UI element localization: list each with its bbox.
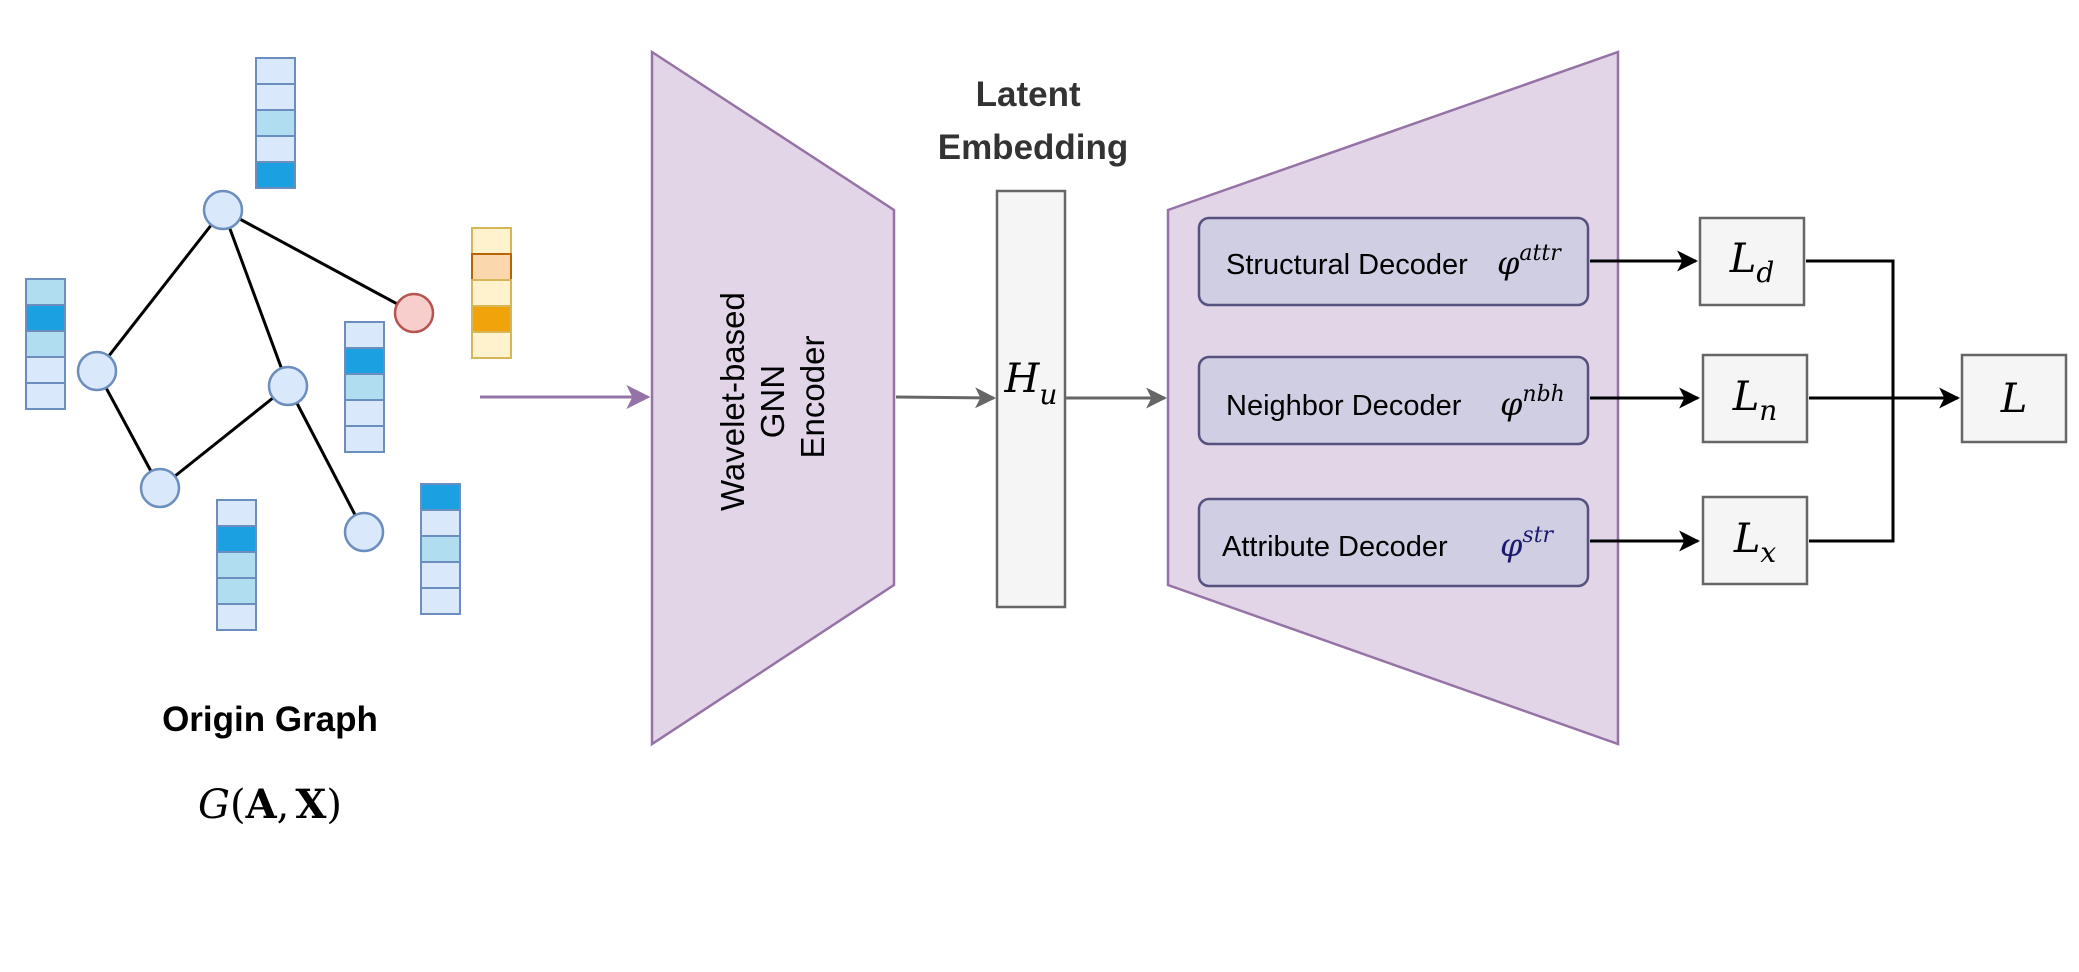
feature-vector xyxy=(344,321,385,453)
loss-d: Ld xyxy=(1698,216,1806,307)
loss-n: Ln xyxy=(1701,353,1809,444)
edge xyxy=(95,370,162,489)
total-loss: L xyxy=(1960,353,2068,444)
latent-symbol: Hu xyxy=(1004,356,1058,411)
edge xyxy=(221,209,290,387)
decoder-label: Attribute Decoder xyxy=(1222,531,1448,563)
decoder-block: Structural Decoder φattr Neighbor Decode… xyxy=(1166,50,1620,746)
svg-text:L: L xyxy=(2000,376,2028,422)
encoder-trapezoid xyxy=(650,49,896,747)
graph-node xyxy=(76,350,118,392)
graph-edges xyxy=(95,208,415,533)
decoder-label: Neighbor Decoder xyxy=(1226,390,1462,422)
graph-node xyxy=(139,467,181,509)
svg-text:Ln: Ln xyxy=(1732,374,1778,427)
encoder-label: Wavelet-based GNN Encoder xyxy=(714,283,831,511)
graph-nodes xyxy=(76,189,435,553)
anomaly-node xyxy=(393,292,435,334)
decoder-phi: φstr xyxy=(1500,523,1555,564)
edge xyxy=(286,385,366,533)
latent-box xyxy=(995,189,1067,609)
feature-vector xyxy=(255,57,296,189)
loss-x: Lx xyxy=(1701,495,1809,586)
graph-node xyxy=(202,189,244,231)
loss-connectors xyxy=(1806,259,1895,543)
decoder-phi: φnbh xyxy=(1500,382,1565,423)
latent-embedding: Latent Embedding Hu xyxy=(938,75,1129,609)
edge xyxy=(95,209,225,372)
svg-text:Lx: Lx xyxy=(1733,516,1777,569)
edge xyxy=(159,384,289,490)
svg-text:Ld: Ld xyxy=(1729,236,1775,289)
encoder-to-latent-arrow xyxy=(895,387,997,409)
neighbor-decoder: Neighbor Decoder φnbh xyxy=(1197,355,1590,446)
feature-vector xyxy=(25,278,66,410)
decoder-label: Structural Decoder xyxy=(1226,249,1468,281)
attribute-decoder: Attribute Decoder φstr xyxy=(1197,497,1590,588)
encoder: Wavelet-based GNN Encoder xyxy=(650,49,896,747)
anomaly-feature-vector xyxy=(471,227,512,359)
graph-title: Origin Graph xyxy=(162,700,378,739)
decoder-phi: φattr xyxy=(1497,241,1562,282)
origin-graph: Origin Graph G(A,X) xyxy=(25,57,512,828)
graph-node xyxy=(267,365,309,407)
feature-vector xyxy=(216,499,257,631)
graph-node xyxy=(343,511,385,553)
graph-formula: G(A,X) xyxy=(198,781,342,828)
structural-decoder: Structural Decoder φattr xyxy=(1197,216,1590,307)
feature-vector xyxy=(420,483,461,615)
edge xyxy=(222,208,415,315)
latent-title: Latent Embedding xyxy=(938,75,1129,167)
